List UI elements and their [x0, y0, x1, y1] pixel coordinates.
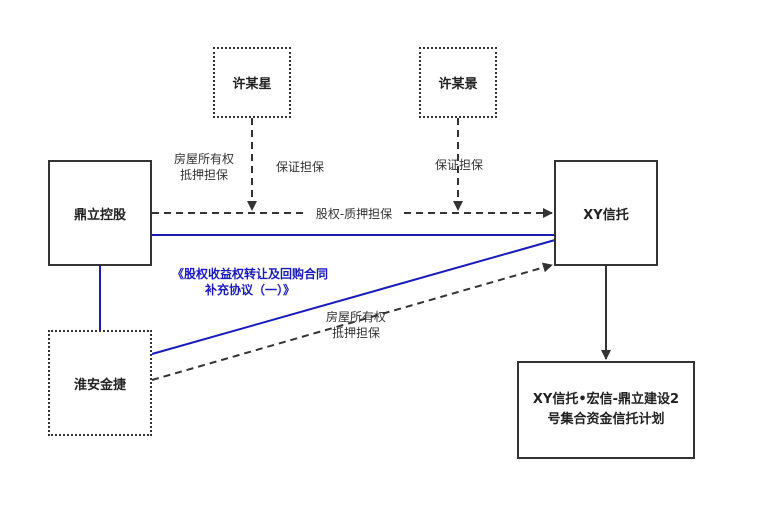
guarantee-label-1: 保证担保 — [275, 160, 324, 174]
agreement-label-line2: 补充协议（一）》 — [204, 283, 295, 297]
node-huaian-jinjie-label: 淮安金捷 — [73, 377, 126, 393]
guarantee-label-2: 保证担保 — [434, 158, 483, 172]
agreement-line-huaian — [151, 239, 556, 355]
house-pledge-label-1-line1: 房屋所有权 — [173, 152, 234, 166]
house-pledge-line-2 — [151, 262, 553, 381]
node-huaian-jinjie: 淮安金捷 — [48, 330, 152, 436]
node-xu-moujing: 许某景 — [419, 47, 497, 118]
house-pledge-label-2-line1: 房屋所有权 — [325, 310, 386, 324]
node-trust-plan: XY信托•宏信-鼎立建设2号集合资金信托计划 — [517, 361, 695, 459]
house-pledge-label-1-line2: 抵押担保 — [179, 168, 228, 182]
node-trust-plan-label: XY信托•宏信-鼎立建设2号集合资金信托计划 — [532, 392, 680, 427]
node-dingli-konggu-label: 鼎立控股 — [73, 207, 126, 223]
node-xu-mouxing-label: 许某星 — [232, 77, 272, 92]
node-xy-trust: XY信托 — [554, 160, 658, 266]
house-pledge-label-1: 房屋所有权 抵押担保 — [168, 151, 240, 183]
house-pledge-label-2-line2: 抵押担保 — [331, 326, 380, 340]
node-xu-moujing-label: 许某景 — [438, 77, 478, 92]
house-pledge-label-2: 房屋所有权 抵押担保 — [316, 309, 396, 341]
equity-pledge-label: 股权-质押担保 — [304, 206, 404, 222]
node-xy-trust-label: XY信托 — [583, 207, 629, 223]
agreement-label: 《股权收益权转让及回购合同 补充协议（一）》 — [160, 266, 340, 298]
agreement-label-line1: 《股权收益权转让及回购合同 — [171, 267, 328, 281]
node-xu-mouxing: 许某星 — [213, 47, 291, 118]
node-dingli-konggu: 鼎立控股 — [48, 160, 152, 266]
